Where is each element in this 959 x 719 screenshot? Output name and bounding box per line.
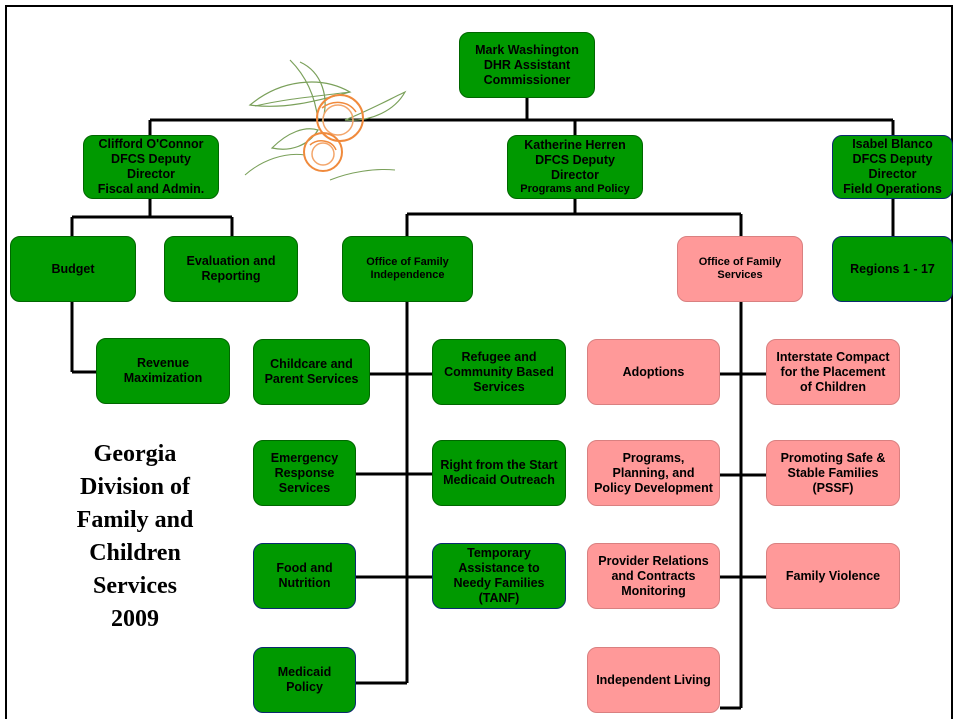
box-provider-relations: Provider Relations and Contracts Monitor… <box>587 543 720 609</box>
box-regions: Regions 1 - 17 <box>832 236 953 302</box>
box-childcare: Childcare and Parent Services <box>253 339 370 405</box>
box-refugee: Refugee and Community Based Services <box>432 339 566 405</box>
box-pssf: Promoting Safe & Stable Families (PSSF) <box>766 440 900 506</box>
box-adoptions: Adoptions <box>587 339 720 405</box>
slide-frame <box>5 5 953 719</box>
box-assistant-commissioner: Mark Washington DHR Assistant Commission… <box>459 32 595 98</box>
box-deputy-field: Isabel Blanco DFCS Deputy Director Field… <box>832 135 953 199</box>
box-ofi: Office of Family Independence <box>342 236 473 302</box>
box-evaluation: Evaluation and Reporting <box>164 236 298 302</box>
deputy-programs-name: Katherine Herren DFCS Deputy Director <box>524 138 626 182</box>
box-budget: Budget <box>10 236 136 302</box>
box-deputy-programs: Katherine Herren DFCS Deputy Director Pr… <box>507 135 643 199</box>
deputy-programs-sub: Programs and Policy <box>520 183 630 195</box>
org-chart-title: Georgia Division of Family and Children … <box>76 441 194 632</box>
box-deputy-fiscal: Clifford O'Connor DFCS Deputy Director F… <box>83 135 219 199</box>
box-ofs: Office of Family Services <box>677 236 803 302</box>
box-revenue: Revenue Maximization <box>96 338 230 404</box>
box-programs-planning: Programs, Planning, and Policy Developme… <box>587 440 720 506</box>
peach-icon <box>244 59 407 181</box>
box-tanf: Temporary Assistance to Needy Families (… <box>432 543 566 609</box>
box-family-violence: Family Violence <box>766 543 900 609</box>
box-emergency: Emergency Response Services <box>253 440 356 506</box>
box-independent-living: Independent Living <box>587 647 720 713</box>
box-medicaid-policy: Medicaid Policy <box>253 647 356 713</box>
box-right-from-start: Right from the Start Medicaid Outreach <box>432 440 566 506</box>
box-interstate-compact: Interstate Compact for the Placement of … <box>766 339 900 405</box>
box-food-nutrition: Food and Nutrition <box>253 543 356 609</box>
